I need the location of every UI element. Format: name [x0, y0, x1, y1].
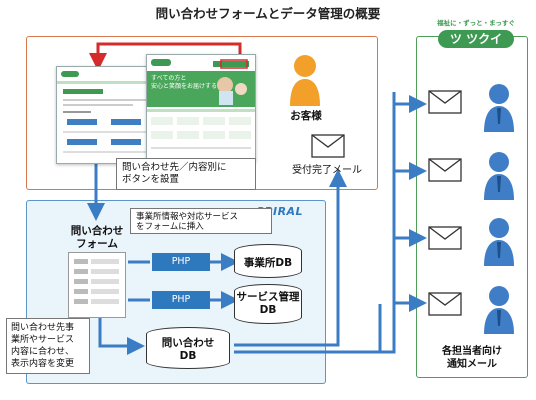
staff-mail-envelope-icon	[428, 226, 462, 250]
bottom-callout-line3: 内容に合わせ、	[11, 347, 75, 357]
insert-callout: 事業所情報や対応サービス をフォームに挿入	[130, 208, 272, 234]
top-callout-line1: 問い合わせ先／内容別に	[122, 162, 227, 173]
inquiry-db-line2: DB	[179, 350, 197, 362]
tsukui-logo: ツ ツクイ	[438, 30, 514, 48]
staff-person-icon	[484, 84, 514, 132]
staff-person-icon	[484, 152, 514, 200]
diagram-title: 問い合わせフォームとデータ管理の概要	[155, 6, 381, 21]
staff-label-line2: 通知メール	[447, 359, 497, 370]
top-callout-line2: ボタンを設置	[122, 174, 180, 185]
insert-callout-line2: をフォームに挿入	[136, 222, 204, 232]
tsukui-tagline: 福祉に・ずっと・まっすぐ	[437, 19, 515, 27]
customer-label: お客様	[290, 110, 322, 122]
staff-person-icon	[484, 286, 514, 334]
website-headline: すべての方と 安心と笑顔をお届けする	[151, 75, 217, 91]
tsukui-logo-mark-icon: ツ	[449, 32, 467, 46]
bottom-callout: 問い合わせ先事 業所やサービス 内容に合わせ、 表示内容を変更	[6, 318, 90, 374]
inquiry-page-screenshot	[56, 66, 154, 164]
service-db: サービス管理 DB	[234, 284, 302, 324]
staff-label-line1: 各担当者向け	[442, 346, 502, 357]
staff-person-icon	[484, 218, 514, 266]
website-screenshot: すべての方と 安心と笑顔をお届けする	[146, 54, 256, 162]
receipt-mail-label: 受付完了メール	[292, 165, 362, 176]
service-db-line1: サービス管理	[236, 291, 300, 303]
website-headline-line1: すべての方と	[151, 75, 187, 82]
receipt-mail-envelope-icon	[311, 134, 345, 158]
bottom-callout-line2: 業所やサービス	[11, 335, 75, 345]
php-box-office: PHP	[152, 253, 210, 271]
customer-person-icon	[290, 55, 320, 106]
inquiry-db: 問い合わせ DB	[146, 327, 230, 369]
office-db: 事業所DB	[234, 244, 302, 278]
staff-mail-envelope-icon	[428, 90, 462, 114]
staff-mail-envelope-icon	[428, 158, 462, 182]
form-label: 問い合わせ フォーム	[64, 225, 130, 251]
form-mockup	[68, 252, 126, 318]
bottom-callout-line1: 問い合わせ先事	[11, 323, 75, 333]
staff-label: 各担当者向け 通知メール	[418, 345, 526, 371]
bottom-callout-line4: 表示内容を変更	[11, 359, 75, 369]
form-label-line2: フォーム	[76, 238, 118, 250]
tsukui-logo-text: ツクイ	[466, 32, 503, 46]
form-label-line1: 問い合わせ	[70, 225, 124, 237]
form-to-inquiry-db-arrow	[98, 318, 145, 355]
top-callout: 問い合わせ先／内容別に ボタンを設置	[116, 158, 256, 190]
service-db-line2: DB	[259, 304, 277, 316]
insert-callout-line1: 事業所情報や対応サービス	[136, 212, 239, 222]
staff-mail-envelope-icon	[428, 292, 462, 316]
db-to-staff-trunk	[234, 92, 396, 354]
php-box-service: PHP	[152, 291, 210, 309]
inquiry-db-line1: 問い合わせ	[161, 337, 215, 349]
website-headline-line2: 安心と笑顔をお届けする	[151, 83, 218, 90]
db-to-receipt-mail-arrow	[234, 169, 347, 347]
